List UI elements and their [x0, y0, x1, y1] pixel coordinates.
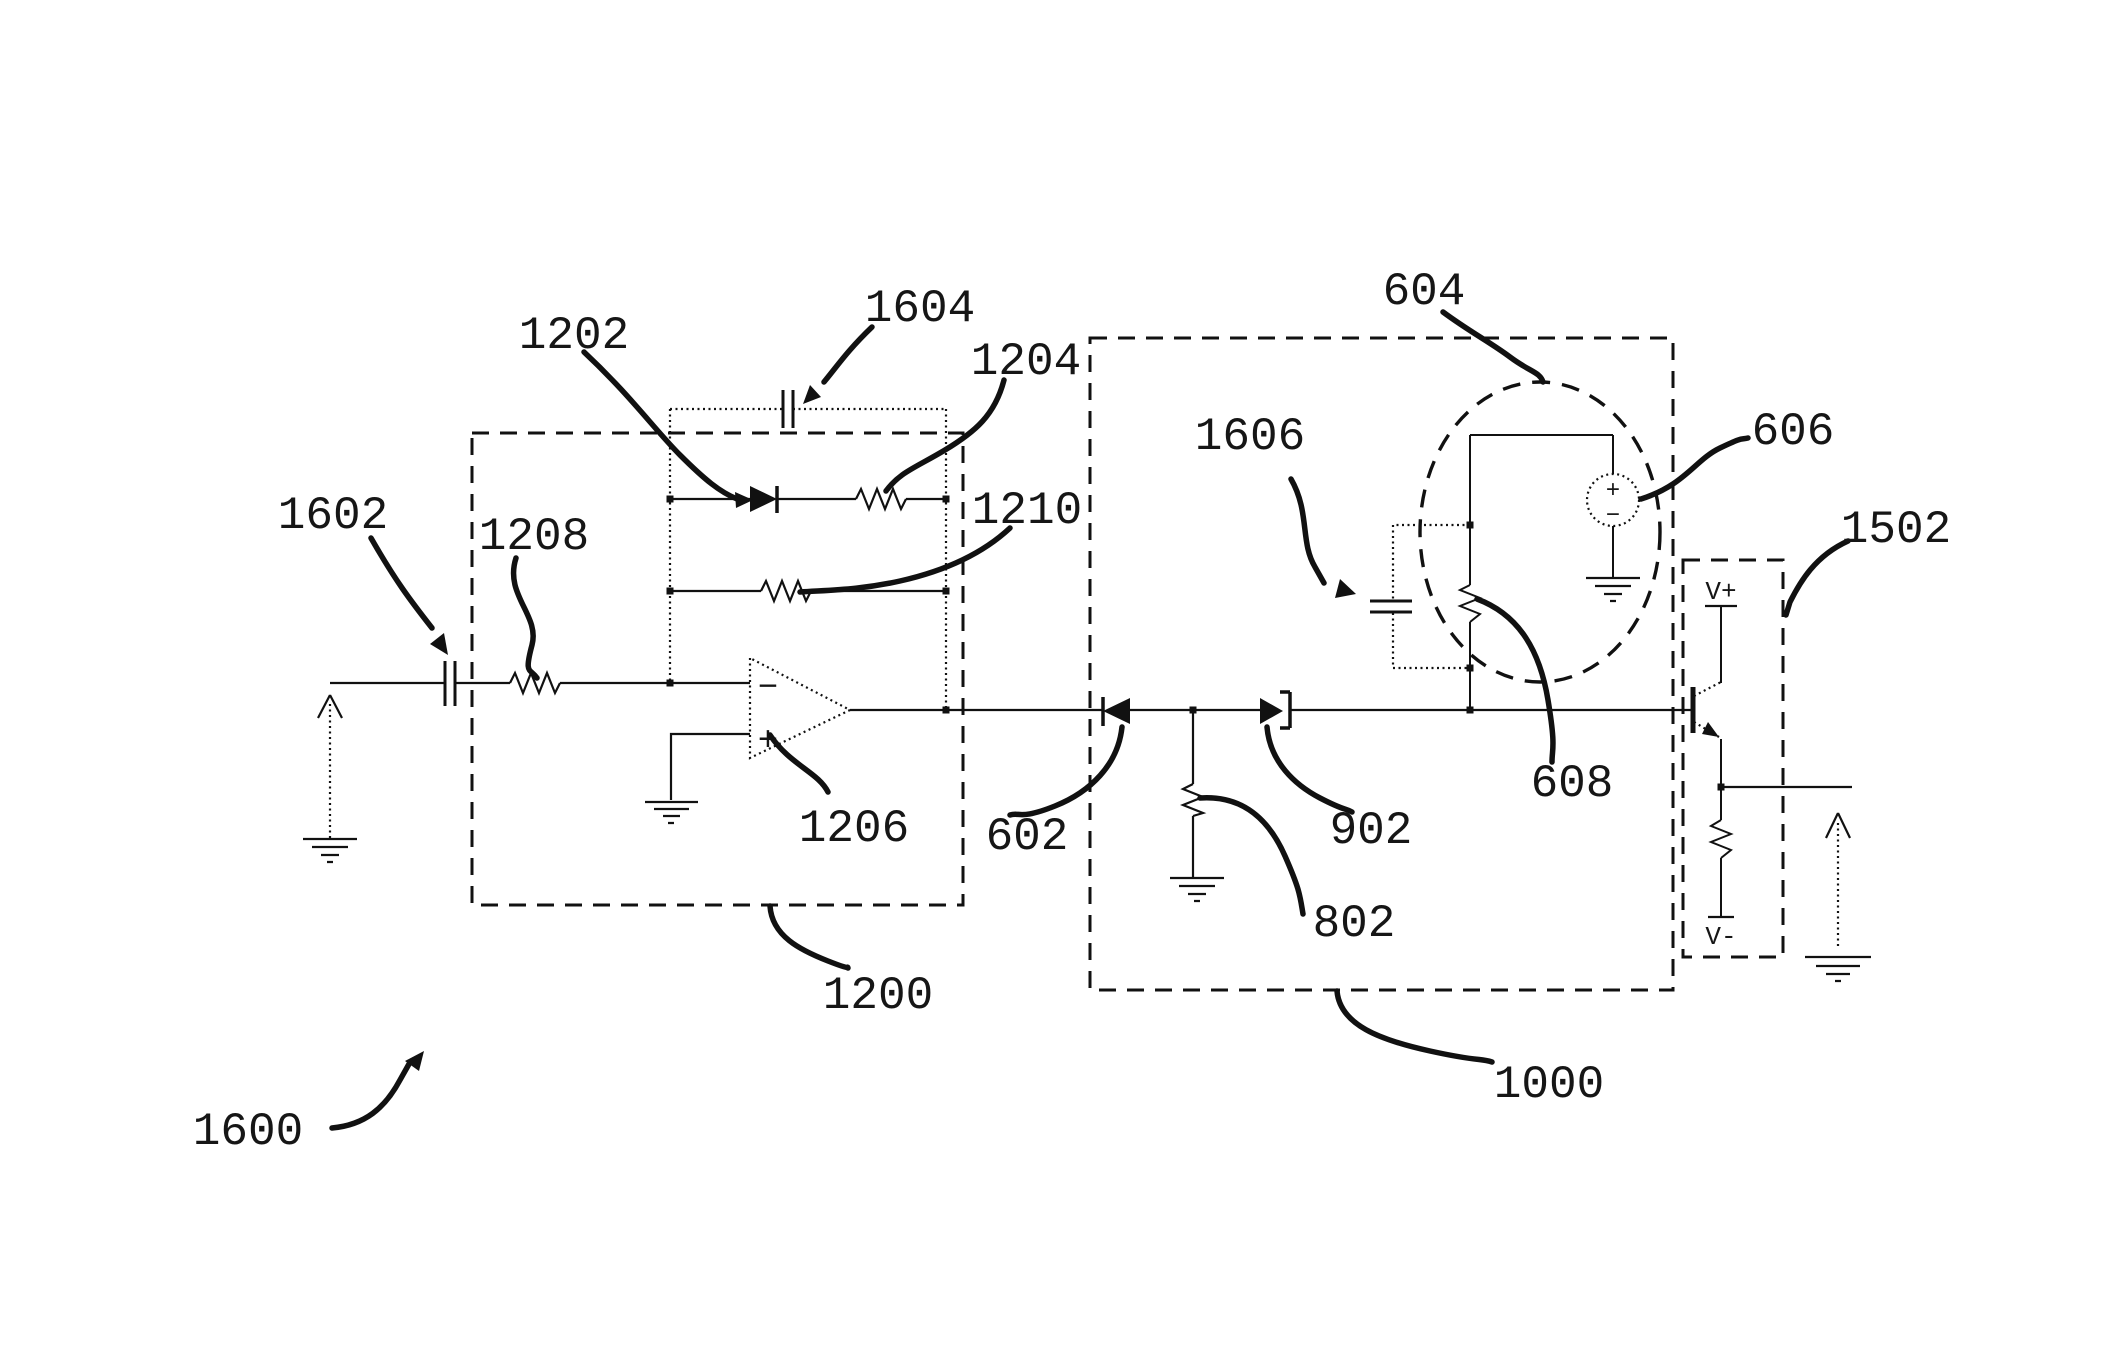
resistor-1204	[855, 486, 907, 512]
v-minus-label: V-	[1705, 922, 1736, 952]
arrow-icon-1600	[405, 1051, 424, 1071]
block-604-ellipse	[1418, 380, 1662, 684]
arrow-icon-1604	[803, 385, 821, 404]
ref-label-608: 608	[1531, 758, 1614, 810]
leader-604	[1440, 309, 1546, 385]
diode-1202	[750, 486, 777, 512]
resistor-608	[1457, 584, 1483, 623]
opamp-triangle	[748, 656, 853, 760]
capacitor-1606	[1370, 599, 1412, 614]
opamp-noninverting-sign: +	[758, 723, 778, 761]
ref-label-602: 602	[986, 811, 1069, 863]
leader-1204	[883, 377, 1007, 494]
ref-label-1606: 1606	[1195, 411, 1305, 463]
ref-label-1208: 1208	[479, 511, 589, 563]
ref-label-1600: 1600	[193, 1106, 303, 1158]
source-606-plus-sign: +	[1606, 478, 1620, 505]
capacitor-1604	[781, 390, 795, 428]
wire-1606-branch	[1391, 523, 1470, 670]
opamp-1206: − +	[645, 656, 853, 825]
leader-1200	[767, 903, 851, 971]
ref-label-1602: 1602	[278, 490, 388, 542]
leader-1600	[329, 1061, 412, 1131]
network-604: + −	[1370, 434, 1641, 710]
leader-902	[1264, 724, 1355, 815]
ref-label-1604: 1604	[865, 283, 975, 335]
leader-1208	[510, 555, 540, 681]
resistor-emitter	[1708, 819, 1734, 859]
ref-label-902: 902	[1330, 805, 1413, 857]
resistor-802	[1180, 783, 1207, 818]
leader-1202	[581, 349, 740, 502]
leader-1210	[797, 525, 1013, 595]
up-arrow-icon	[317, 694, 343, 719]
ground-icon	[1805, 955, 1871, 983]
leader-606	[1638, 435, 1751, 502]
leader-802	[1197, 795, 1306, 917]
diode-602	[1101, 697, 1130, 726]
block-1502-outline	[1681, 558, 1785, 959]
ref-label-802: 802	[1313, 898, 1396, 950]
ref-label-1206: 1206	[799, 803, 909, 855]
block-1000-outline	[1088, 336, 1675, 992]
leader-1602	[368, 535, 435, 631]
block-1200-outline	[470, 431, 965, 907]
leader-1606	[1288, 476, 1327, 586]
ref-label-1502: 1502	[1841, 504, 1951, 556]
ground-icon	[1586, 576, 1640, 603]
leader-1206	[767, 732, 831, 795]
ref-label-1204: 1204	[971, 336, 1081, 388]
resistor-1208	[509, 670, 561, 696]
opamp-inverting-sign: −	[758, 670, 778, 708]
wire-noninverting-to-ground	[669, 732, 750, 800]
output-reference-source	[1805, 812, 1871, 983]
ground-icon	[645, 800, 698, 825]
ref-label-1000: 1000	[1494, 1059, 1604, 1111]
diode-902	[1260, 690, 1292, 730]
up-arrow-icon	[1825, 812, 1851, 839]
arrow-icon-1202	[735, 492, 753, 508]
leader-608	[1474, 596, 1556, 765]
ref-label-1202: 1202	[519, 310, 629, 362]
input-signal-source	[303, 694, 357, 864]
leader-602	[1007, 724, 1125, 818]
ref-label-1200: 1200	[823, 970, 933, 1022]
reference-leaders	[329, 309, 1851, 1131]
leader-1502	[1783, 538, 1851, 618]
capacitor-1602	[443, 661, 457, 706]
reference-labels: 1600 1602 1208 1202 1604 1204 1210 1206 …	[193, 266, 1951, 1158]
v-plus-label: V+	[1705, 577, 1736, 607]
transistor-collector-diag	[1693, 681, 1722, 697]
resistor-1210	[760, 578, 812, 604]
ref-label-606: 606	[1752, 406, 1835, 458]
emitter-arrow-icon	[1702, 722, 1719, 737]
resistor-802-branch	[1170, 710, 1224, 903]
ground-icon	[1170, 876, 1224, 903]
source-606-minus-sign: −	[1606, 503, 1620, 530]
ground-icon	[303, 837, 357, 864]
leader-1604	[821, 324, 875, 385]
feedback-network	[668, 390, 948, 710]
transistor-stage-1502: V+ V-	[1690, 577, 1852, 952]
ref-label-604: 604	[1383, 266, 1466, 318]
leader-1000	[1334, 988, 1495, 1065]
arrow-icon-1606	[1335, 579, 1356, 598]
wire-604-top	[1470, 434, 1614, 474]
ref-label-1210: 1210	[972, 485, 1082, 537]
junction-dots	[666, 495, 1725, 791]
arrow-icon-1602	[430, 633, 448, 655]
